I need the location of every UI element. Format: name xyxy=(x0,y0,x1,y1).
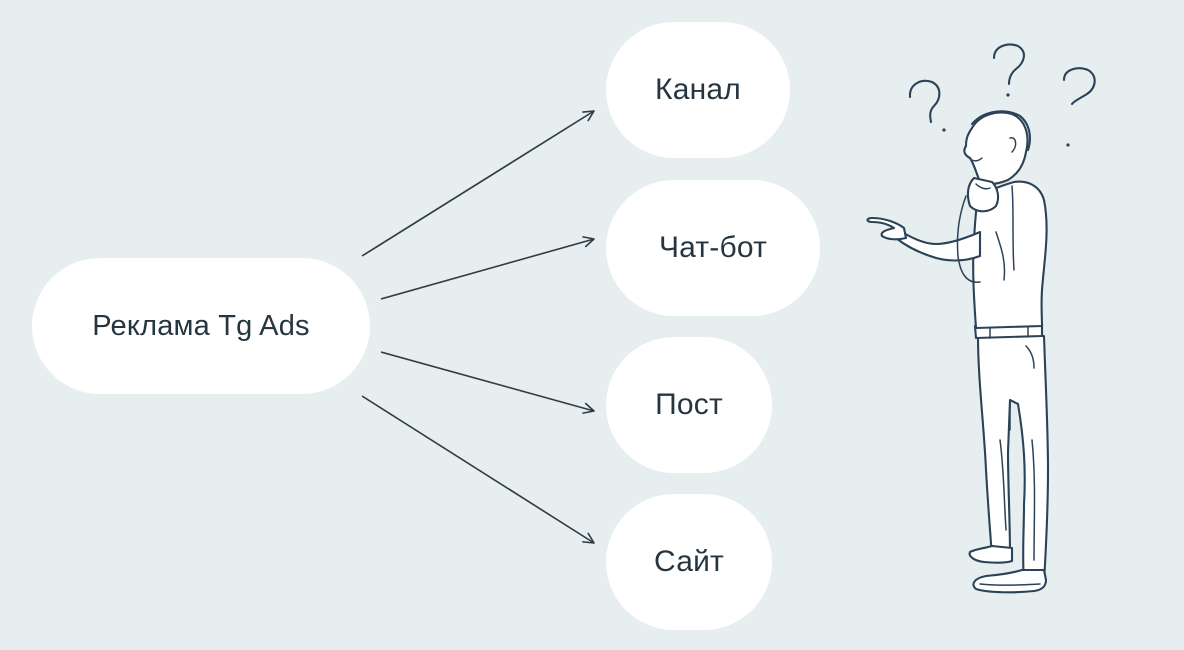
question-mark-icon xyxy=(1062,67,1096,147)
node-post: Пост xyxy=(606,337,772,473)
man-thinking-hand xyxy=(956,176,1000,283)
arrow-to-post xyxy=(380,351,595,414)
man-head xyxy=(963,110,1031,186)
node-sait: Сайт xyxy=(606,494,772,630)
man-pointing-arm xyxy=(866,216,982,262)
node-kanal: Канал xyxy=(606,22,790,158)
arrow-to-kanal xyxy=(361,110,595,257)
question-mark-icon xyxy=(908,79,946,132)
man-shoes xyxy=(968,544,1048,594)
arrow-to-chatbot xyxy=(380,236,595,300)
node-chat-bot: Чат-бот xyxy=(606,180,820,316)
question-mark-icon xyxy=(992,43,1025,97)
node-reklama-tg-ads: Реклама Tg Ads xyxy=(32,258,370,394)
man-legs xyxy=(976,334,1050,584)
arrow-to-sait xyxy=(361,395,595,544)
